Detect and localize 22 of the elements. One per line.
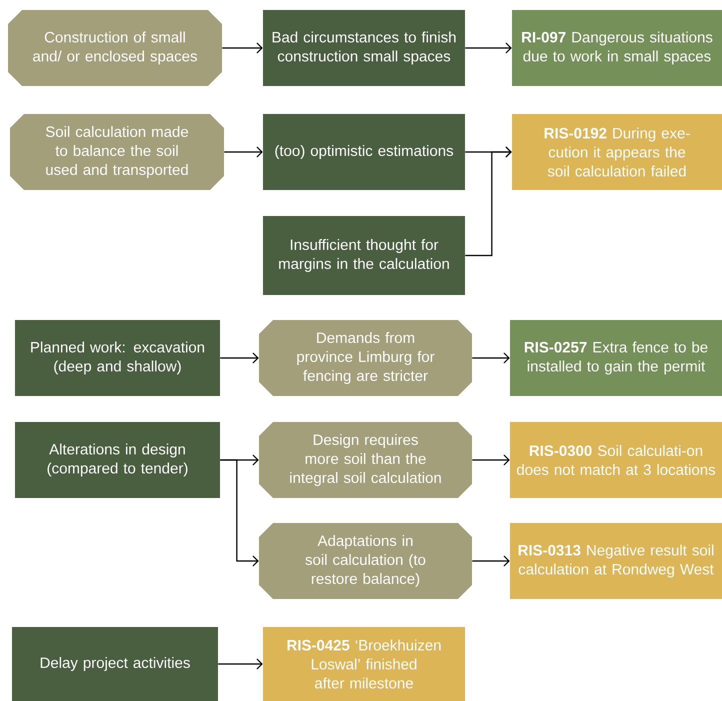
cause-box: (too) optimistic estimations: [263, 114, 465, 190]
arrow: [465, 42, 512, 54]
cause-box: Planned work: excavation (deep and shallow): [15, 320, 220, 396]
arrow: [472, 556, 510, 566]
arrow: [218, 658, 263, 670]
arrow: [220, 352, 259, 364]
arrow: [472, 352, 510, 364]
cause-box: Bad circumstances to finish construction small spaces: [263, 10, 465, 86]
cause-box: Insufficient thought for margins in the calculation: [263, 216, 465, 295]
arrow: [465, 146, 512, 256]
risk-box: RIS-0425 ‘Broekhuizen Loswal’ finished after milestone: [263, 627, 465, 701]
arrow: [224, 146, 263, 158]
cause-box: Alterations in design (compared to tender): [15, 422, 220, 498]
risk-box: RIS-0257 Extra fence to be installed to gain the permit: [510, 320, 722, 396]
risk-box: RIS-0192 During exe-cution it appears the soil calculation failed: [512, 114, 722, 190]
cause-box: Delay project activities: [12, 627, 218, 701]
arrow: [472, 454, 510, 466]
risk-box: RIS-0300 Soil calculati-on does not match at 3 locations: [510, 422, 722, 498]
risk-box: RI-097 Dangerous situations due to work in small spaces: [512, 10, 722, 86]
arrow: [220, 459, 259, 566]
risk-box: RIS-0313 Negative result soil calculation at Rondweg West: [510, 523, 722, 599]
arrow: [222, 42, 263, 54]
